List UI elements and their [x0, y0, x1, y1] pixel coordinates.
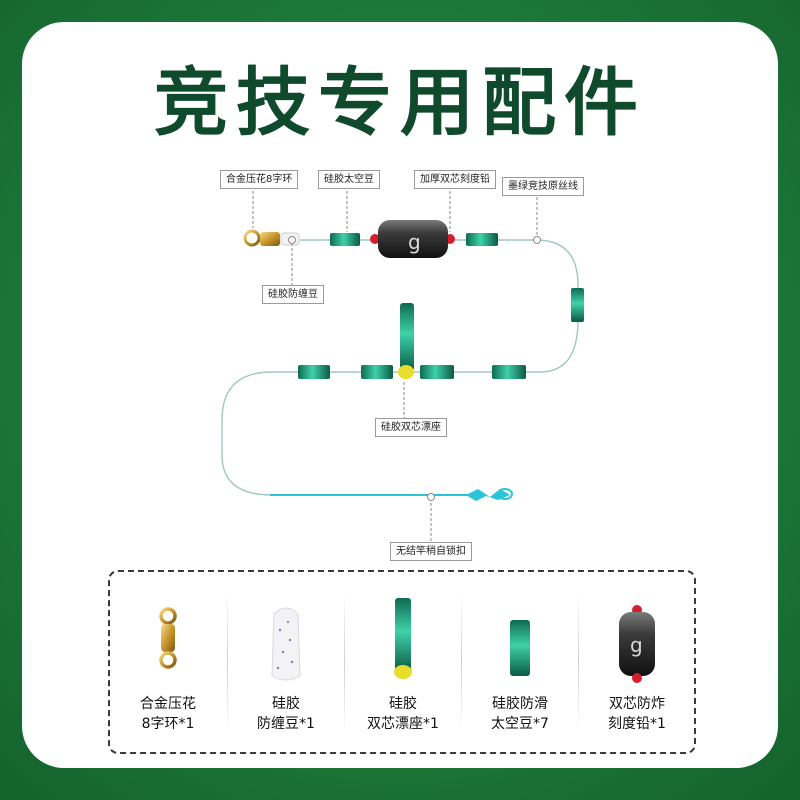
product-item-sinker: g 双芯防炸刻度铅*1 [579, 590, 695, 740]
label-space-bean: 硅胶太空豆 [318, 170, 380, 189]
label-sinker: 加厚双芯刻度铅 [414, 170, 496, 189]
divider [227, 592, 228, 732]
space-bean-icon [492, 365, 526, 379]
product-caption: 硅胶防滑太空豆*7 [491, 696, 549, 732]
swivel-icon [159, 607, 177, 669]
divider [578, 592, 579, 732]
label-anti-tangle: 硅胶防缠豆 [262, 285, 324, 304]
divider [344, 592, 345, 732]
space-bean-icon [361, 365, 393, 379]
clip-icon [466, 488, 513, 501]
product-item-float-seat: 硅胶双芯漂座*1 [345, 590, 461, 740]
label-float-seat: 硅胶双芯漂座 [375, 418, 447, 437]
label-knotless-clip: 无结竿稍自锁扣 [390, 542, 472, 561]
space-bean-icon [420, 365, 454, 379]
main-line [221, 239, 579, 496]
svg-text:g: g [408, 230, 421, 254]
space-bean-icon [330, 233, 360, 246]
product-caption: 双芯防炸刻度铅*1 [608, 696, 666, 732]
label-swivel: 合金压花8字环 [220, 170, 299, 189]
space-bean-icon [510, 620, 530, 676]
product-item-anti-tangle: 硅胶防缠豆*1 [228, 590, 344, 740]
divider [461, 592, 462, 732]
sinker-icon: g [370, 220, 455, 258]
product-item-space-bean: 硅胶防滑太空豆*7 [462, 590, 578, 740]
label-main-line: 墨绿竞技原丝线 [502, 177, 584, 196]
page-title: 竞技专用配件 [154, 60, 646, 146]
svg-text:g: g [630, 633, 643, 657]
sinker-icon: g [619, 605, 655, 683]
space-bean-icon [571, 288, 584, 322]
space-bean-icon [298, 365, 330, 379]
space-bean-icon [466, 233, 498, 246]
product-caption: 硅胶双芯漂座*1 [367, 696, 439, 732]
float-seat-icon [394, 598, 412, 679]
anti-tangle-bead-icon [271, 607, 301, 681]
float-seat-icon [398, 303, 414, 379]
product-caption: 硅胶防缠豆*1 [257, 696, 315, 732]
